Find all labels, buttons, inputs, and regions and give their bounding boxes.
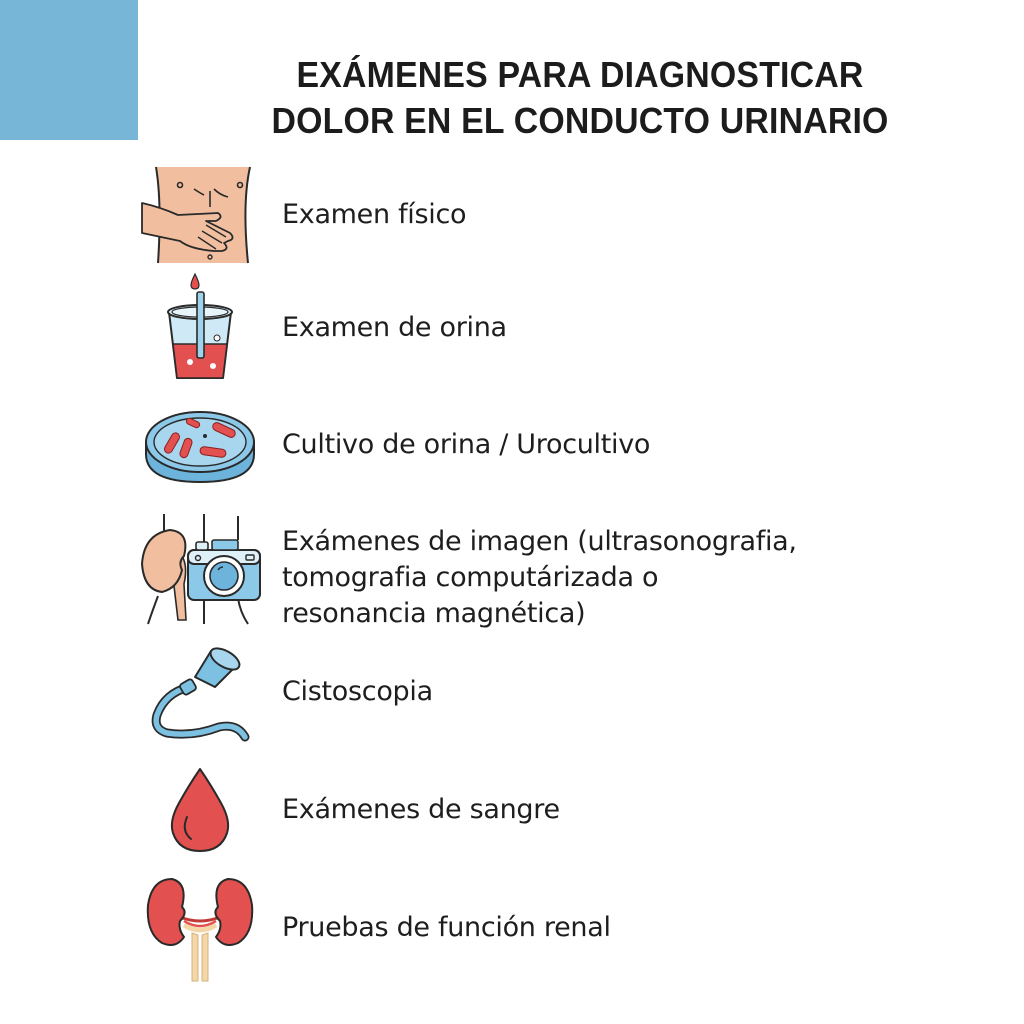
item-label: Exámenes de sangre bbox=[282, 794, 560, 825]
list-item-imaging: Exámenes de imagen (ultrasonografia, tom… bbox=[130, 510, 990, 632]
list-item-cystoscopy: Cistoscopia bbox=[130, 632, 990, 752]
item-label: Exámenes de imagen (ultrasonografia, tom… bbox=[282, 526, 797, 629]
abdomen-exam-icon bbox=[130, 155, 270, 275]
page-title: EXÁMENES PARA DIAGNOSTICAR DOLOR EN EL C… bbox=[223, 52, 937, 144]
title-line-2: DOLOR EN EL CONDUCTO URINARIO bbox=[271, 100, 889, 141]
item-label: Examen de orina bbox=[282, 312, 507, 343]
item-label: Cistoscopia bbox=[282, 676, 433, 707]
list-item-urine-test: Examen de orina bbox=[130, 268, 990, 388]
kidney-camera-icon bbox=[130, 510, 270, 630]
urine-cup-icon bbox=[130, 268, 270, 388]
list-item-physical-exam: Examen físico bbox=[130, 155, 990, 275]
kidneys-icon bbox=[130, 868, 270, 988]
accent-corner-block bbox=[0, 0, 138, 140]
blood-drop-icon bbox=[130, 750, 270, 870]
list-item-blood-tests: Exámenes de sangre bbox=[130, 750, 990, 870]
petri-dish-icon bbox=[130, 385, 270, 505]
item-label: Examen físico bbox=[282, 199, 467, 230]
list-item-urine-culture: Cultivo de orina / Urocultivo bbox=[130, 385, 990, 505]
item-label: Cultivo de orina / Urocultivo bbox=[282, 429, 651, 460]
item-label: Pruebas de función renal bbox=[282, 912, 611, 943]
title-line-1: EXÁMENES PARA DIAGNOSTICAR bbox=[296, 54, 864, 95]
cystoscope-icon bbox=[130, 632, 270, 752]
list-item-kidney-function: Pruebas de función renal bbox=[130, 868, 990, 988]
